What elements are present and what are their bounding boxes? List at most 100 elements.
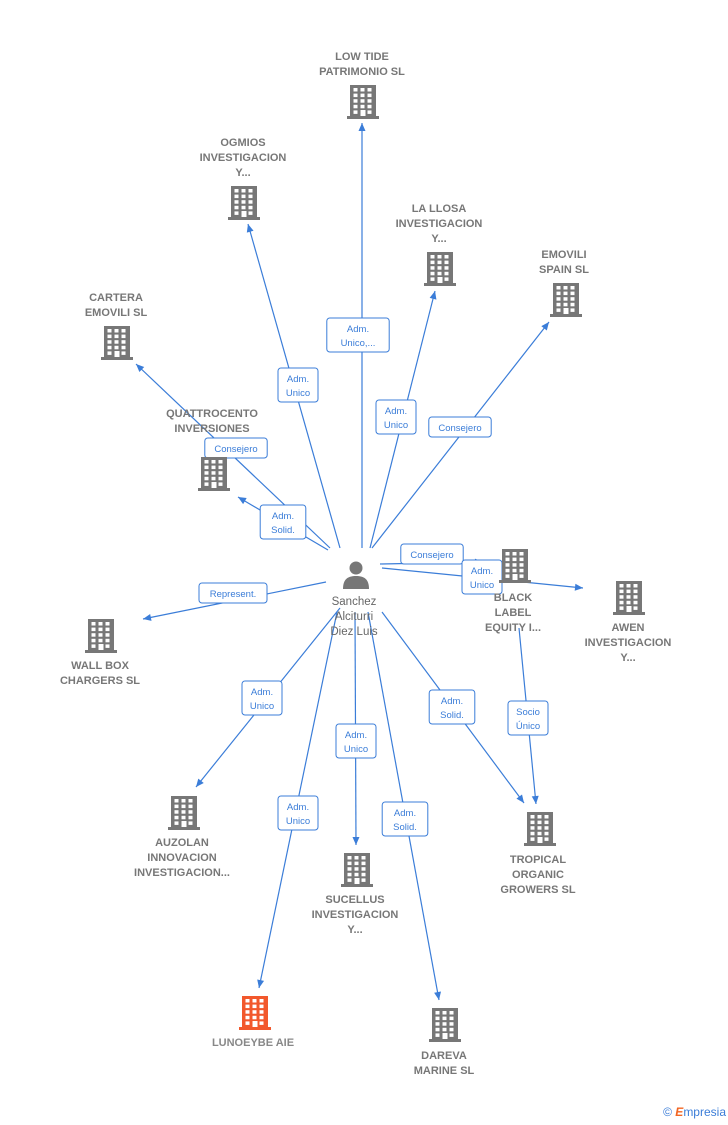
node-ogmios[interactable]: OGMIOSINVESTIGACIONY... — [200, 137, 287, 220]
building-icon — [228, 186, 260, 220]
arrowhead-ogmios — [246, 224, 254, 233]
building-icon — [613, 581, 645, 615]
edge-label-text: Unico — [384, 420, 408, 431]
edge-label-text: Unico — [286, 816, 310, 827]
building-icon — [101, 326, 133, 360]
edge-label-lunoeybe[interactable]: Adm. Unico — [277, 795, 319, 831]
building-icon — [198, 457, 230, 491]
edge-label-text: Adm. — [272, 511, 294, 522]
edge-label-box — [507, 700, 549, 736]
edge-label-text: Unico — [470, 580, 494, 591]
edge-label-dareva[interactable]: Adm.Solid. — [381, 801, 429, 837]
edge-label-awen[interactable]: Adm. Unico — [461, 559, 503, 595]
building-icon — [239, 996, 271, 1030]
node-label-line: TROPICAL — [510, 854, 567, 866]
edge-label-text: Solid. — [440, 710, 464, 721]
edge-label-auzolan[interactable]: Adm.Unico — [241, 680, 283, 716]
node-awen[interactable]: AWENINVESTIGACIONY... — [585, 581, 672, 664]
node-label-line: DAREVA — [421, 1050, 467, 1062]
arrowhead-wall_box — [143, 613, 152, 621]
edge-label-tropical[interactable]: Adm. Solid. — [428, 689, 476, 725]
arrowhead-emovili_spain — [541, 322, 549, 331]
arrowhead-awen — [574, 583, 583, 591]
edge-label-wall_box[interactable]: Represent. — [198, 582, 268, 604]
node-label-line: WALL BOX — [71, 660, 130, 672]
arrowhead-low_tide — [358, 123, 366, 131]
building-icon — [85, 619, 117, 653]
edge-label-ogmios[interactable]: Adm.Unico — [277, 367, 319, 403]
node-label-line: LABEL — [495, 607, 532, 619]
edge-label-text: Único — [516, 721, 540, 732]
node-label-line: ORGANIC — [512, 869, 564, 881]
node-tropical[interactable]: TROPICAL ORGANIC GROWERS SL — [500, 812, 576, 896]
edge-label-black_label[interactable]: Consejero — [400, 543, 464, 565]
node-label-line: CARTERA — [89, 292, 143, 304]
edge-label-box — [204, 437, 268, 459]
edge-label-la_llosa[interactable]: Adm. Unico — [375, 399, 417, 435]
arrowhead-tropical — [516, 794, 524, 803]
copyright-symbol: © — [663, 1105, 672, 1119]
edge-label-text: Adm. — [441, 696, 463, 707]
node-label-line: SUCELLUS — [325, 894, 384, 906]
node-label-line: Y... — [347, 924, 362, 936]
edge-label-box — [326, 317, 390, 353]
node-label-line: BLACK — [494, 592, 533, 604]
node-dareva[interactable]: DAREVA MARINE SL — [414, 1008, 475, 1077]
edge-label-text: Adm. — [287, 802, 309, 813]
node-black_label[interactable]: BLACK LABEL EQUITY I... — [485, 549, 541, 634]
person-name-line: Alciturri — [335, 611, 373, 623]
edge-label-emovili_spain[interactable]: Consejero — [428, 416, 492, 438]
node-label-line: INVERSIONES — [174, 423, 249, 435]
node-label-line: LUNOEYBE AIE — [212, 1037, 294, 1049]
edge-label-text: Adm. — [251, 687, 273, 698]
arrowhead-quattrocento — [238, 497, 247, 505]
edge-label-box — [198, 582, 268, 604]
node-auzolan[interactable]: AUZOLANINNOVACIONINVESTIGACION... — [134, 796, 230, 879]
node-low_tide[interactable]: LOW TIDE PATRIMONIO SL — [319, 51, 405, 119]
edge-label-sucellus[interactable]: Adm.Unico — [335, 723, 377, 759]
node-label-line: PATRIMONIO SL — [319, 66, 405, 78]
node-label-line: LOW TIDE — [335, 51, 389, 63]
node-label-line: EMOVILI — [541, 249, 586, 261]
edge-label-text: Adm. — [385, 406, 407, 417]
node-label-line: INVESTIGACION — [396, 218, 483, 230]
node-emovili_spain[interactable]: EMOVILI SPAIN SL — [539, 249, 589, 317]
building-icon — [424, 252, 456, 286]
node-label-line: AUZOLAN — [155, 837, 209, 849]
edge-label-cartera_emovili[interactable]: Consejero — [204, 437, 268, 459]
edge-label-text: Adm. — [347, 324, 369, 335]
node-la_llosa[interactable]: LA LLOSAINVESTIGACIONY... — [396, 203, 483, 286]
edge-label-quattrocento[interactable]: Adm.Solid. — [259, 504, 307, 540]
edge-label-box — [428, 416, 492, 438]
arrowhead-lunoeybe — [257, 979, 265, 988]
building-icon — [524, 812, 556, 846]
edge-label-box — [335, 723, 377, 759]
person-name-line: Sanchez — [332, 596, 377, 608]
edge-label-text: Represent. — [210, 589, 256, 600]
node-label-line: GROWERS SL — [500, 884, 575, 896]
edge-label-text: Socio — [516, 707, 540, 718]
edge-label-text: Adm. — [471, 566, 493, 577]
building-icon — [168, 796, 200, 830]
node-label-line: MARINE SL — [414, 1065, 475, 1077]
empresia-credit[interactable]: © Empresia — [663, 1105, 726, 1119]
edge-label-low_tide[interactable]: Adm.Unico,... — [326, 317, 390, 353]
edge-label-box — [428, 689, 476, 725]
node-label-line: INVESTIGACION... — [134, 867, 230, 879]
node-label-line: Y... — [620, 652, 635, 664]
edge-label-box — [259, 504, 307, 540]
node-sucellus[interactable]: SUCELLUSINVESTIGACIONY... — [312, 853, 399, 936]
node-label-line: SPAIN SL — [539, 264, 589, 276]
node-lunoeybe[interactable]: LUNOEYBE AIE — [212, 996, 294, 1049]
node-label-line: OGMIOS — [220, 137, 265, 149]
node-label-line: EQUITY I... — [485, 622, 541, 634]
person-icon — [343, 561, 369, 589]
edge-label-box — [277, 795, 319, 831]
